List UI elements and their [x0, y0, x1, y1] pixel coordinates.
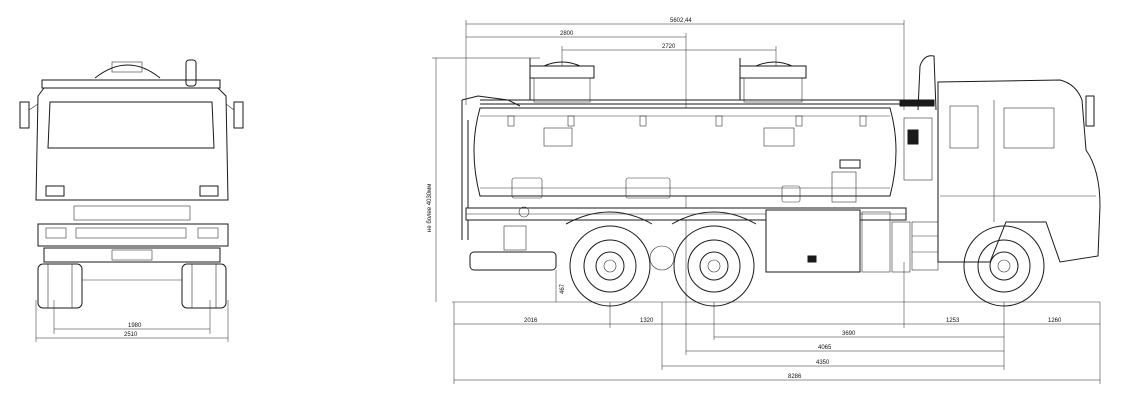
valve-box [625, 177, 671, 199]
dim-rear-overhang-label: 2016 [524, 318, 538, 324]
hatch-right-pedestal [743, 77, 803, 103]
front-headlight-left [45, 185, 65, 197]
tank-plate-left [543, 127, 573, 147]
fuel-tank [861, 211, 891, 273]
front-wheel-right [181, 263, 227, 309]
rear-underrun [469, 251, 557, 271]
wheel-rim [583, 239, 637, 293]
front-roof-rail [41, 79, 221, 89]
wheel-hub [989, 251, 1019, 281]
tank-strap [715, 115, 723, 127]
front-grille [73, 205, 191, 221]
wheel-cap [707, 259, 721, 273]
hatch-left-lid [543, 61, 581, 67]
front-bumper [37, 223, 229, 247]
valve-box [511, 177, 543, 199]
tank-strap [567, 115, 575, 127]
front-exhaust-pipe [185, 59, 197, 87]
dim-front-axle-label: 1253 [946, 318, 960, 324]
wheel-rim [977, 239, 1031, 293]
bottom-valves [511, 171, 857, 203]
air-filter-clamp [907, 129, 919, 145]
wheel-cap [603, 259, 617, 273]
front-hatch-cap [111, 61, 143, 73]
cab-side-window [1003, 107, 1055, 149]
wheel-cap [997, 259, 1011, 273]
dim-overall-top-label: 5602,44 [670, 18, 692, 24]
wheel-tire [569, 225, 651, 307]
wheel-tire [963, 225, 1045, 307]
rear-wheel-1 [569, 225, 651, 307]
pump-housing [831, 171, 857, 203]
dim-hatch-spacing-label: 2720 [662, 44, 676, 50]
front-foglight-left [45, 227, 67, 239]
front-view: 1980 2510 [19, 59, 244, 342]
front-mirror-right [233, 101, 244, 129]
cab-door-window [949, 105, 979, 149]
front-bumper-slot [75, 227, 187, 239]
front-mirror-left [19, 101, 30, 129]
front-lower-bumper [43, 247, 221, 263]
battery-box [891, 221, 911, 273]
hatch-left-pedestal [533, 77, 591, 103]
dim-overall-length-label: 8286 [788, 374, 802, 380]
front-tow-plate [111, 249, 153, 261]
handrail-bracket [899, 99, 935, 107]
dim-ground-label: 467 [560, 283, 566, 294]
air-filter [903, 117, 933, 181]
tank-plate-right [763, 127, 795, 147]
tank-body [473, 107, 897, 197]
tank-strap [507, 115, 515, 127]
wheel-hub [699, 251, 729, 281]
dim-4065-label: 4065 [818, 345, 832, 351]
dim-4350-label: 4350 [816, 360, 830, 366]
bogie-center [649, 245, 675, 271]
cab-mirror [1085, 95, 1095, 127]
wheel-rim [687, 239, 741, 293]
rear-reel [518, 206, 530, 218]
front-cab-outline [35, 87, 229, 201]
valve-box [781, 185, 801, 203]
front-wheel [963, 225, 1045, 307]
cab-outline [937, 79, 1101, 263]
front-mirror-arm-right [225, 103, 235, 111]
dim-front-overhang-label: 1260 [1048, 318, 1062, 324]
tank-strap [639, 115, 647, 127]
front-mirror-arm-left [28, 103, 39, 111]
front-foglight-right [197, 227, 219, 239]
wheel-hub [595, 251, 625, 281]
rear-light-box [503, 225, 527, 251]
dim-width-label: 2510 [124, 332, 138, 338]
front-wheel-left [37, 263, 83, 309]
tank-straps [507, 115, 867, 127]
tool-box-latch [807, 255, 817, 263]
exhaust-stack [917, 55, 937, 111]
dim-bogie-spacing-label: 1320 [640, 318, 654, 324]
dim-track-label: 1980 [128, 323, 142, 329]
side-view: 5602,44 2800 2720 не более 4030мм 467 [427, 18, 1101, 384]
hatch-right-lid [755, 61, 793, 67]
tank-gauge [839, 159, 861, 169]
hatch-right [739, 65, 807, 79]
hatch-left [529, 65, 595, 79]
dim-hatch1-label: 2800 [560, 31, 574, 37]
tank-strap [859, 115, 867, 127]
rear-fender-1 [565, 211, 653, 225]
front-hatch-dome [94, 64, 161, 79]
tank-strap [795, 115, 803, 127]
rear-ladder-top [461, 95, 521, 107]
tool-box [765, 209, 861, 273]
rear-fender-2 [671, 211, 757, 225]
dim-3690-label: 3690 [842, 331, 856, 337]
cab-step [911, 221, 939, 271]
front-windshield [47, 101, 215, 149]
front-headlight-right [199, 185, 219, 197]
dim-height-label: не более 4030мм [427, 184, 433, 232]
